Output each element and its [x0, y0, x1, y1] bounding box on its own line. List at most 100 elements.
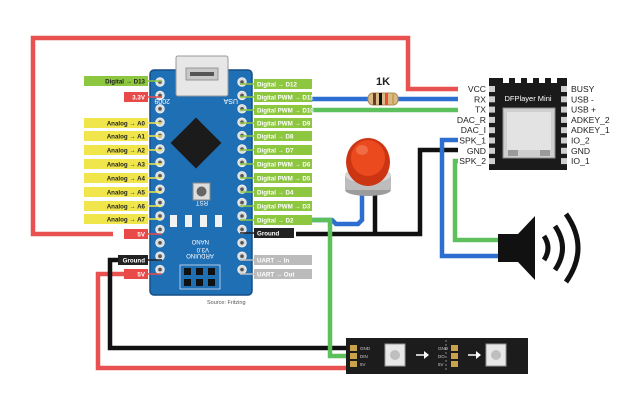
board-name-2: V3.0 — [196, 246, 209, 252]
dfplayer-left-label-7: SPK_2 — [459, 156, 486, 166]
left-label-text-5: Analog → A3 — [107, 161, 146, 168]
right-label-5: Digital → D7 — [240, 145, 312, 155]
left-label-5: Analog → A3 — [84, 159, 162, 169]
strip-pin-label-2: 5V — [360, 362, 366, 367]
dfplayer-pin-left-3 — [489, 116, 495, 123]
microcontroller-chip — [170, 117, 222, 169]
right-label-3: Digital PWM → D9 — [240, 118, 312, 128]
strip-pad-in-0 — [350, 345, 357, 351]
source-label: Source: Fritzing — [207, 300, 246, 306]
right-label-text-0: Digital → D12 — [257, 81, 297, 88]
right-label-text-10: Digital → D2 — [257, 217, 294, 224]
board-top-text: 2009 — [154, 97, 170, 104]
left-label-7: Analog → A5 — [84, 187, 162, 197]
board-pin-right-10 — [237, 211, 247, 221]
strip-pad-in-1 — [350, 353, 357, 359]
strip-pin-label-0: GND — [360, 346, 371, 351]
right-label-6: Digital PWM → D6 — [240, 159, 312, 169]
strip-pad-out-1 — [451, 353, 458, 359]
right-label-10: Digital → D2 — [240, 215, 312, 225]
speaker-icon — [498, 212, 581, 284]
right-label-7: Digital PWM → D5 — [240, 173, 312, 183]
dfplayer-pin-right-5 — [561, 137, 567, 144]
right-label-text-1: Digital PWM → D11 — [257, 94, 314, 101]
left-label-text-8: Analog → A6 — [107, 203, 146, 210]
left-label-text-1: 3.3V — [132, 94, 146, 101]
left-label-10: 5V — [124, 229, 162, 239]
dfplayer-pin-right-4 — [561, 127, 567, 134]
svg-text:ARDUINO: ARDUINO — [186, 252, 214, 258]
dfplayer-right-label-0: BUSY — [571, 84, 595, 94]
right-label-text-5: Digital → D7 — [257, 147, 294, 154]
board-pin-right-13 — [237, 251, 247, 261]
dfplayer-mini: DFPlayer Mini — [489, 78, 567, 170]
strip-pin-label-1: DIN — [360, 354, 368, 359]
right-label-4: Digital → D8 — [240, 131, 312, 141]
board-pin-left-9 — [155, 197, 165, 208]
dfplayer-left-label-1: RX — [474, 94, 486, 104]
right-label-0: Digital → D12 — [240, 79, 312, 89]
board-right-pin-header — [237, 77, 247, 275]
board-pin-left-2 — [155, 104, 165, 114]
left-label-0: Digital → D13 — [84, 76, 162, 86]
red-wire-5v-strip — [95, 271, 350, 371]
dfplayer-pin-right-0 — [561, 86, 567, 92]
dfplayer-left-label-6: GND — [467, 146, 486, 156]
board-name-1: NANO — [191, 238, 209, 244]
dfplayer-right-label-4: ADKEY_1 — [571, 125, 610, 135]
left-label-9: Analog → A7 — [84, 214, 162, 224]
right-label-13: UART → Out — [240, 269, 312, 279]
board-pin-left-10 — [155, 211, 165, 221]
board-pin-right-3 — [237, 117, 247, 127]
board-pin-right-2 — [237, 104, 247, 114]
right-label-9: Digital PWM → D3 — [240, 201, 312, 211]
board-pin-right-5 — [237, 144, 247, 154]
right-label-12: UART → In — [240, 255, 312, 265]
dfplayer-pin-left-0 — [489, 86, 495, 92]
dfplayer-left-label-5: SPK_1 — [459, 136, 486, 146]
icsp-header — [179, 264, 221, 290]
right-label-text-12: UART → In — [257, 257, 290, 264]
dfplayer-pin-left-4 — [489, 127, 495, 134]
dfplayer-right-label-1: USB - — [571, 94, 594, 104]
resistor-label: 1K — [376, 76, 390, 88]
board-pin-left-5 — [155, 144, 165, 154]
left-label-text-10: 5V — [137, 231, 145, 238]
blue-wire-speaker — [439, 137, 498, 259]
board-pin-left-11 — [155, 224, 165, 235]
arcade-button — [345, 138, 391, 196]
dfplayer-left-label-2: TX — [475, 105, 486, 115]
board-pin-right-0 — [237, 77, 247, 87]
dfplayer-pin-right-1 — [561, 96, 567, 103]
board-pin-right-12 — [237, 238, 247, 248]
board-pin-right-1 — [237, 90, 247, 101]
dfplayer-pin-right-2 — [561, 106, 567, 113]
dfplayer-pin-right-7 — [561, 158, 567, 165]
strip-out-label-2: 5V — [438, 362, 444, 367]
board-left-pin-header — [155, 77, 165, 275]
board-pin-left-12 — [155, 238, 165, 248]
right-label-text-8: Digital → D4 — [257, 189, 294, 196]
board-pin-right-9 — [237, 197, 247, 208]
left-label-6: Analog → A4 — [84, 173, 162, 183]
strip-pad-out-2 — [451, 361, 458, 367]
dfplayer-name: DFPlayer Mini — [504, 94, 551, 103]
left-label-11: Ground — [118, 255, 162, 265]
left-label-8: Analog → A6 — [84, 201, 162, 211]
black-wire-ground-player — [296, 147, 458, 237]
strip-pad-in-2 — [350, 361, 357, 367]
right-label-text-2: Digital PWM → D10 — [257, 107, 314, 114]
left-label-text-7: Analog → A5 — [107, 189, 146, 196]
left-label-3: Analog → A1 — [84, 131, 162, 141]
left-label-text-9: Analog → A7 — [107, 216, 146, 223]
strip-out-label-0: GND — [438, 346, 449, 351]
board-rst-text: RST — [196, 199, 208, 205]
board-pin-left-14 — [155, 264, 165, 275]
arduino-nano: ARDUINO 2009 USA RST NANO V3.0 — [149, 55, 253, 296]
dfplayer-left-label-3: DAC_R — [457, 115, 486, 125]
